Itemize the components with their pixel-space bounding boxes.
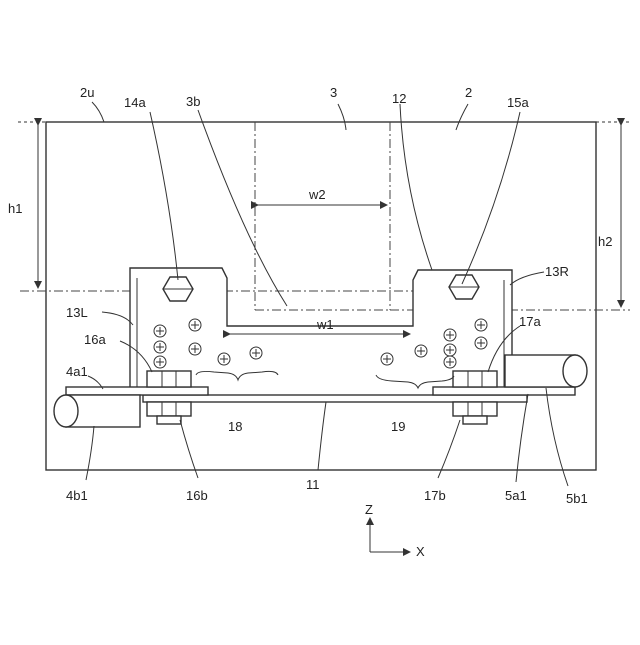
- plate-11: [143, 395, 527, 402]
- label-x: X: [416, 544, 425, 559]
- nut-17b: [453, 402, 497, 416]
- foot-4a1: [66, 387, 208, 395]
- label-14a: 14a: [124, 95, 146, 110]
- label-13R: 13R: [545, 264, 569, 279]
- label-w1: w1: [316, 317, 334, 332]
- leader-13L: [102, 312, 133, 325]
- leader-16b: [180, 420, 198, 478]
- label-2u: 2u: [80, 85, 94, 100]
- label-5a1: 5a1: [505, 488, 527, 503]
- label-3b: 3b: [186, 94, 200, 109]
- label-4b1: 4b1: [66, 488, 88, 503]
- label-3: 3: [330, 85, 337, 100]
- leader-2: [456, 104, 468, 130]
- leader-11: [318, 402, 326, 470]
- label-h2: h2: [598, 234, 612, 249]
- label-16b: 16b: [186, 488, 208, 503]
- nut-17b-tip: [463, 416, 487, 424]
- label-11: 11: [306, 477, 320, 492]
- leader-5b1: [546, 388, 568, 486]
- cylinder-4b1-end: [54, 395, 78, 427]
- leader-3: [338, 104, 346, 130]
- leader-4b1: [86, 426, 94, 480]
- label-13L: 13L: [66, 305, 88, 320]
- label-18: 18: [228, 419, 242, 434]
- nut-17a: [453, 371, 497, 387]
- label-5b1: 5b1: [566, 491, 588, 506]
- leader-17b: [438, 420, 460, 478]
- leader-5a1: [516, 394, 528, 482]
- label-17a: 17a: [519, 314, 541, 329]
- label-w2: w2: [308, 187, 326, 202]
- leader-13R: [510, 272, 544, 285]
- leader-12: [400, 104, 432, 270]
- label-19: 19: [391, 419, 405, 434]
- label-z: Z: [365, 502, 373, 517]
- foot-5a1: [433, 387, 575, 395]
- label-15a: 15a: [507, 95, 529, 110]
- label-2: 2: [465, 85, 472, 100]
- cylinder-5b1-end: [563, 355, 587, 387]
- nut-16a: [147, 371, 191, 387]
- leader-15a: [462, 112, 520, 284]
- nut-16b-tip: [157, 416, 181, 424]
- label-4a1: 4a1: [66, 364, 88, 379]
- leader-14a: [150, 112, 178, 280]
- nut-16b: [147, 402, 191, 416]
- leader-2u: [92, 102, 104, 122]
- label-16a: 16a: [84, 332, 106, 347]
- label-12: 12: [392, 91, 406, 106]
- label-h1: h1: [8, 201, 22, 216]
- label-17b: 17b: [424, 488, 446, 503]
